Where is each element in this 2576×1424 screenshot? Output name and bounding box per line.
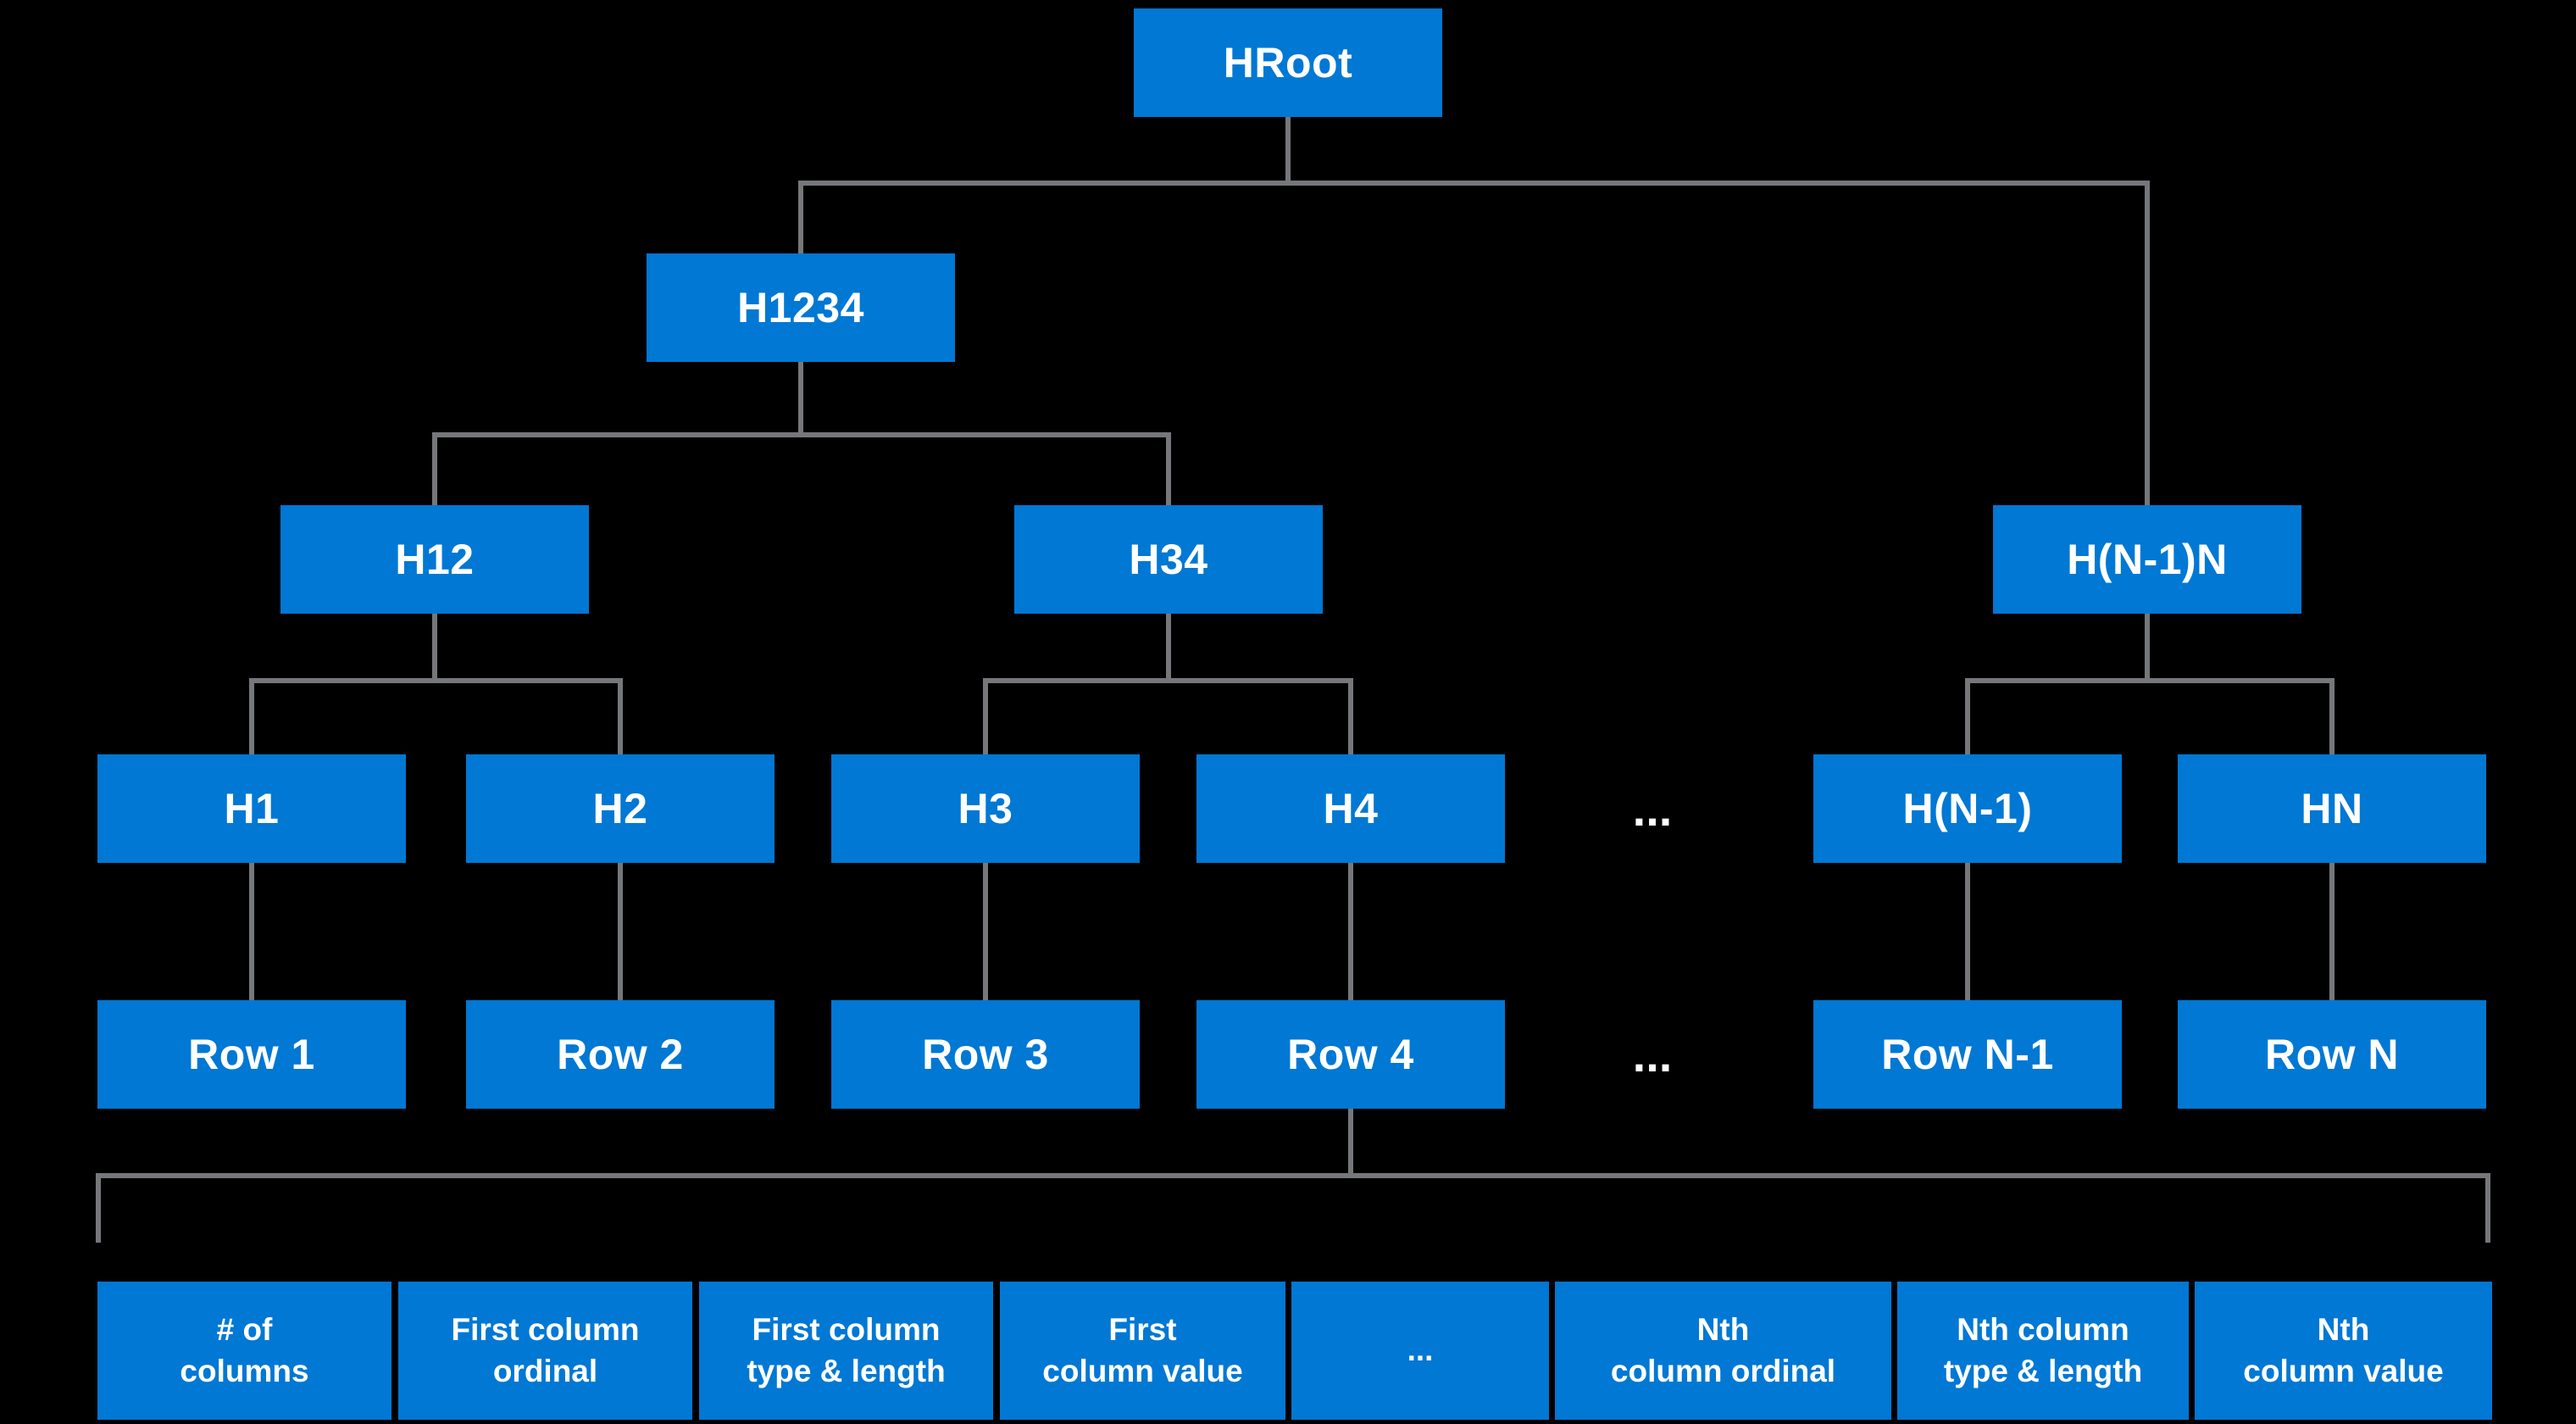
row-field-nth-column-value: Nth column value	[2195, 1282, 2492, 1420]
node-h12: H12	[280, 505, 589, 614]
connector-line	[983, 678, 988, 754]
node-h1: H1	[97, 754, 406, 863]
connector-line	[1348, 678, 1353, 754]
row-field-num-columns: # of columns	[97, 1282, 391, 1420]
row-field-nth-column-type-length: Nth column type & length	[1897, 1282, 2189, 1420]
connector-line	[249, 863, 254, 1000]
connector-line	[983, 678, 1353, 683]
connector-line	[1285, 115, 1291, 183]
connector-line	[432, 432, 437, 505]
connector-line	[798, 362, 803, 437]
connector-line	[2145, 614, 2150, 683]
connector-line	[2329, 863, 2334, 1000]
node-h4: H4	[1196, 754, 1505, 863]
connector-line	[1965, 678, 2334, 683]
ellipsis-hash-level: ...	[1632, 782, 1673, 836]
node-h2: H2	[466, 754, 774, 863]
node-hroot: HRoot	[1134, 8, 1442, 117]
row-field-nth-column-ordinal: Nth column ordinal	[1555, 1282, 1891, 1420]
connector-line	[249, 678, 254, 754]
row-field-first-column-ordinal: First column ordinal	[398, 1282, 692, 1420]
connector-line	[618, 863, 623, 1000]
connector-line	[798, 181, 803, 253]
connector-line	[983, 863, 988, 1000]
node-hn: HN	[2178, 754, 2486, 863]
connector-line	[1348, 863, 1353, 1000]
connector-line	[618, 678, 623, 754]
connector-line	[96, 1173, 2490, 1178]
row-field-first-column-type-length: First column type & length	[699, 1282, 993, 1420]
connector-line	[432, 432, 1171, 437]
connector-line	[2485, 1173, 2490, 1243]
connector-line	[1965, 863, 1970, 1000]
node-row-2: Row 2	[466, 1000, 774, 1109]
node-row-1: Row 1	[97, 1000, 406, 1109]
node-h1234: H1234	[647, 253, 955, 362]
connector-line	[1166, 614, 1171, 683]
node-h34: H34	[1014, 505, 1323, 614]
connector-line	[1166, 432, 1171, 505]
connector-line	[1348, 1109, 1353, 1178]
connector-line	[432, 614, 437, 683]
row-field-first-column-value: First column value	[1000, 1282, 1285, 1420]
node-row-n: Row N	[2178, 1000, 2486, 1109]
node-hn1n: H(N-1)N	[1993, 505, 2301, 614]
connector-line	[1965, 678, 1970, 754]
ellipsis-row-level: ...	[1632, 1027, 1673, 1082]
connector-line	[2329, 678, 2334, 754]
connector-line	[2145, 181, 2150, 505]
node-row-4: Row 4	[1196, 1000, 1505, 1109]
node-h3: H3	[831, 754, 1140, 863]
connector-line	[798, 181, 2150, 186]
connector-line	[96, 1173, 101, 1243]
node-hn1: H(N-1)	[1813, 754, 2122, 863]
row-field-ellipsis: ...	[1291, 1282, 1549, 1420]
node-row-n1: Row N-1	[1813, 1000, 2122, 1109]
connector-line	[249, 678, 623, 683]
node-row-3: Row 3	[831, 1000, 1140, 1109]
